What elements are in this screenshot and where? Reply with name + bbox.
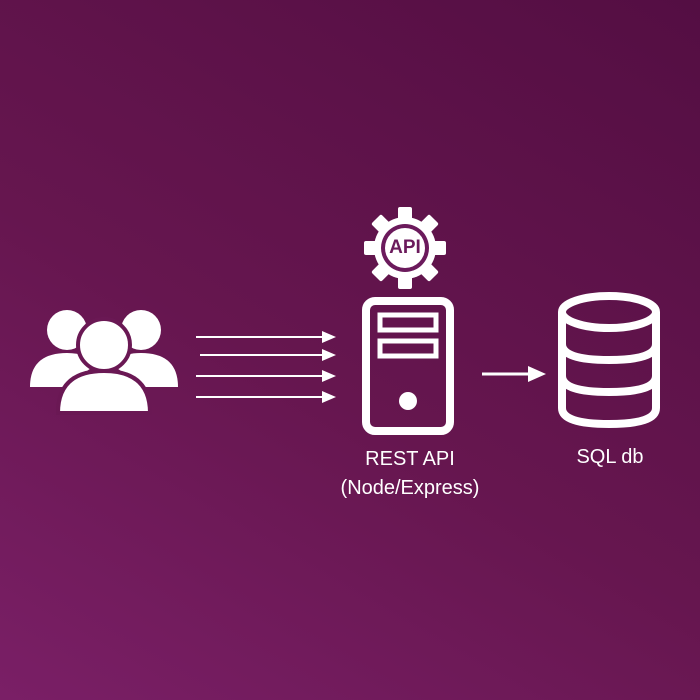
server-tower-icon [362, 297, 454, 435]
request-arrows [196, 331, 336, 403]
database-label: SQL db [576, 446, 644, 468]
users-group-icon [30, 310, 178, 415]
api-gear-icon: API [364, 207, 446, 289]
api-badge-text: API [389, 237, 421, 258]
api-to-db-arrow [482, 366, 546, 382]
database-icon [558, 292, 660, 429]
api-label-line1: REST API [365, 448, 455, 470]
api-label-line2: (Node/Express) [340, 477, 480, 499]
